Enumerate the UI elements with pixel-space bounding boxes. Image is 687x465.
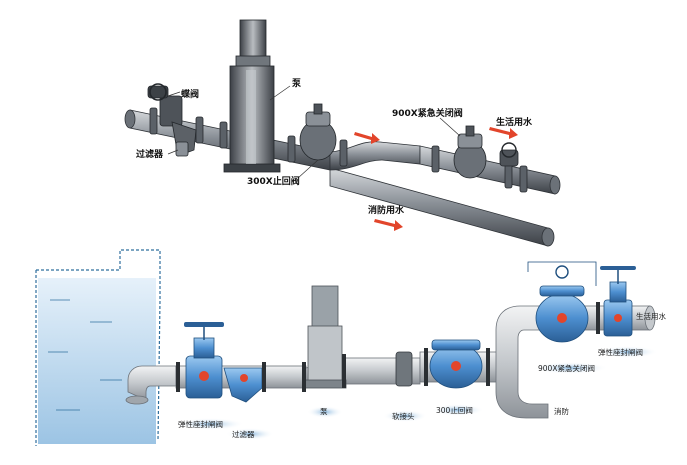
y-filter [171,121,197,157]
label-check-valve: 300X止回阀 [247,175,300,187]
label-filter: 过滤器 [136,148,164,160]
flow-arrows-top [354,127,518,231]
suction-elbow [125,365,177,405]
label-domestic-water: 生活用水 [496,116,533,128]
label-emergency-valve-bottom: 900X紧急关闭阀 [538,363,595,373]
vertical-pump [223,19,281,173]
bottom-diagram: 900X紧急关闭阀 弹性座封闸阀 生活用水 消防 弹性座封闸阀 过滤器 泵 软接… [35,249,666,446]
top-diagram: 蝶阀 泵 过滤器 300X止回阀 900X紧急关闭阀 生活用水 消防用水 [124,19,561,247]
gate-valve-left [184,322,224,399]
label-gate-valve-right: 弹性座封闸阀 [598,347,643,357]
label-pads [176,346,658,440]
label-joint: 软接头 [392,411,415,421]
label-check-valve-bottom: 300止回阀 [436,405,473,415]
label-filter-bottom: 过滤器 [232,429,255,439]
label-emergency-valve: 900X紧急关闭阀 [392,107,463,119]
pump-bottom [303,285,347,389]
label-pump: 泵 [292,78,302,89]
label-pump-bottom: 泵 [320,407,328,416]
check-valve-300x [299,103,337,161]
bottom-flanges [176,302,600,392]
label-gate-valve-left: 弹性座封闸阀 [178,419,223,429]
domestic-water-pipe [419,145,556,195]
butterfly-valve [147,83,183,127]
label-domestic-water-bottom: 生活用水 [636,311,666,321]
gate-valve-right [600,266,636,337]
check-valve-300 [429,339,483,389]
leader-lines-top [167,85,461,179]
y-filter-bottom [223,367,263,403]
label-fire: 消防 [554,406,569,416]
emergency-valve-900x-bottom [527,261,597,343]
soft-joint [395,351,413,387]
label-fire-water: 消防用水 [368,204,405,216]
label-butterfly-valve: 蝶阀 [181,88,199,100]
water-tank [35,249,161,446]
emergency-valve-900x [453,125,519,179]
